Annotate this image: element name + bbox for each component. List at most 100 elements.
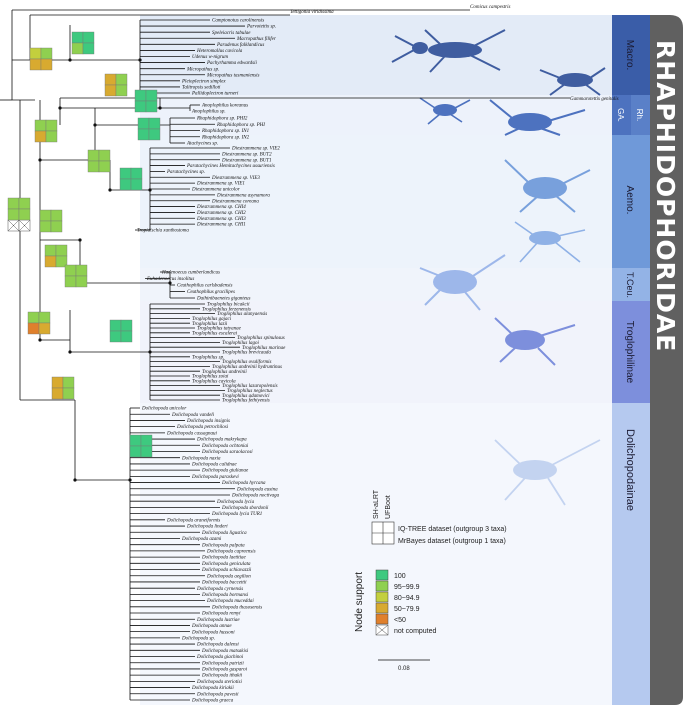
tip-label-dolicho: Dolichopoda noctivaga bbox=[231, 494, 280, 499]
tip-label-rhaph: Rhaphidophora sp. PHI2 bbox=[196, 117, 248, 122]
node-dot bbox=[148, 350, 152, 354]
label-dolicho: Dolichopodainae bbox=[624, 429, 636, 511]
label-rh: Rh. bbox=[635, 109, 644, 121]
band-dolicho bbox=[140, 403, 650, 705]
support-cell bbox=[82, 42, 95, 55]
tip-label-dolicho: Dolichopoda cassagnaui bbox=[166, 431, 217, 436]
support-cell bbox=[39, 220, 52, 233]
tip-label-dolicho: Dolichopoda lycia TUR1 bbox=[211, 512, 262, 517]
tip-label-troglo: Troglophilus gajaci bbox=[192, 317, 232, 322]
tip-label-troglo: Troglophilus lazaropolensis bbox=[222, 384, 278, 389]
tip-label-dolicho: Dolichopoda araneiformis bbox=[166, 518, 220, 523]
label-macro: Macro. bbox=[624, 40, 635, 71]
tip-label-troglo: Troglophilus spinulosus bbox=[237, 336, 285, 341]
support-cell bbox=[120, 319, 133, 332]
support-cell bbox=[50, 209, 63, 222]
tip-label-macro: Parudenus falklandicus bbox=[216, 43, 264, 48]
label-troglo: Troglophilinae bbox=[624, 321, 635, 384]
tip-label-macro: Parvotettix sp. bbox=[246, 25, 276, 30]
tip-label-tceu: Ceuthophilus carlsbadensis bbox=[177, 284, 232, 289]
support-cell bbox=[115, 73, 128, 86]
support-cell bbox=[40, 47, 53, 60]
family-label: RHAPHIDOPHORIDAE bbox=[651, 40, 680, 352]
support-cell bbox=[44, 255, 57, 268]
tip-label-dolicho: Dolichopoda azami bbox=[181, 537, 222, 542]
label-tceu: T.Ceu. bbox=[625, 272, 635, 298]
support-cell bbox=[7, 197, 20, 210]
support-cell bbox=[145, 100, 158, 113]
cross-mark bbox=[7, 219, 20, 232]
tip-label-macro: Macropathus filifer bbox=[236, 37, 276, 42]
tip-label-troglo: Troglophilus marinae bbox=[242, 346, 286, 351]
band-troglo bbox=[140, 301, 650, 403]
support-cell bbox=[27, 311, 40, 324]
band-tceu bbox=[140, 268, 650, 301]
tip-label-tceu: Ceuthophilus gracilipes bbox=[187, 290, 235, 295]
tip-label-troglo: Troglophilus brevicauda bbox=[222, 351, 271, 356]
tip-label-dolicho: Dolichopoda lycia bbox=[216, 500, 255, 505]
label-aemo: Aemo. bbox=[624, 186, 635, 215]
support-rh-root bbox=[34, 119, 58, 143]
tip-label-dolicho: Dolichopoda giachinoi bbox=[196, 655, 244, 660]
tip-label-dolicho: Dolichopoda naxia bbox=[181, 456, 221, 461]
tip-label-dolicho: Dolichopoda insignis bbox=[186, 419, 230, 424]
tip-label-dolicho: Dolichopoda patrizii bbox=[201, 661, 244, 666]
support-aemo-a bbox=[87, 149, 111, 173]
support-cell bbox=[51, 376, 64, 389]
support-cell bbox=[18, 197, 31, 210]
tip-label-dolicho: Dolichopoda steriotisi bbox=[196, 680, 242, 685]
tip-label-macro: Udenus w-nigrum bbox=[192, 55, 228, 60]
tip-label-troglo: Troglophilus neglectus bbox=[227, 389, 273, 394]
tip-label-dolicho: Dolichopoda unicolor bbox=[141, 407, 186, 412]
band-dolicho-strip bbox=[612, 403, 650, 705]
tip-comicus: Comicus campestris bbox=[470, 5, 510, 10]
tip-label-macro: Camptonotus carolinensis bbox=[212, 19, 264, 24]
tip-label-rhaph: Rhaphidophora sp. IN2 bbox=[201, 135, 250, 140]
support-cell bbox=[71, 31, 84, 44]
legend-row1: IQ-TREE dataset (outgroup 3 taxa) bbox=[398, 526, 507, 533]
tip-label-aemo: Diestrammena sp. CHI2 bbox=[196, 211, 246, 216]
support-cell bbox=[82, 31, 95, 44]
tip-label-dolicho: Dolichopoda aegilion bbox=[206, 574, 251, 579]
tip-label-aemo: Paratachycines Hemitachycines ussuriensi… bbox=[186, 164, 275, 169]
tip-label-aemo: Diestrammena sp. CHI4 bbox=[196, 205, 246, 210]
support-cell bbox=[38, 311, 51, 324]
clade-bands bbox=[140, 15, 683, 705]
tip-label-dolicho: Dolichopoda kiriakii bbox=[191, 686, 234, 691]
tip-label-dolicho: Dolichopoda graeca bbox=[191, 699, 234, 704]
legend-item-label: not computed bbox=[394, 628, 437, 635]
support-cell bbox=[119, 167, 132, 180]
tip-label-dolicho: Dolichopoda capreensis bbox=[206, 549, 256, 554]
support-cell bbox=[145, 89, 158, 102]
tip-label-troglo: Troglophilus andreinii bbox=[202, 370, 247, 375]
support-cell bbox=[120, 330, 133, 343]
legend-title: Node support bbox=[354, 572, 365, 632]
support-cell bbox=[64, 264, 77, 277]
support-cell bbox=[51, 387, 64, 400]
tip-label-dolicho: Dolichopoda ithakii bbox=[201, 674, 243, 679]
tip-label-dolicho: Dolichopoda hyrcana bbox=[221, 481, 266, 486]
cricket-icon-rh bbox=[489, 99, 586, 136]
tip-label-troglo: Troglophilus alanyaensis bbox=[217, 312, 267, 317]
support-mid bbox=[39, 209, 63, 233]
tip-label-aemo: Diestrammena sp. CHI1 bbox=[196, 223, 246, 228]
tip-label-rhaph: Rhaphidophora sp. PHI bbox=[216, 123, 265, 128]
tip-label-rhaph: Atachycines sp. bbox=[186, 142, 218, 147]
legend-swatch bbox=[375, 591, 389, 603]
support-troglo bbox=[109, 319, 133, 343]
support-cell bbox=[62, 387, 75, 400]
cricket-icon-dolicho bbox=[494, 439, 601, 506]
tip-label-aemo: Tropidischia xanthostoma bbox=[137, 229, 189, 234]
tip-label-dolicho: Dolichopoda hussoni bbox=[191, 630, 235, 635]
legend-col2: UFBoot bbox=[385, 495, 392, 519]
support-cell bbox=[137, 128, 150, 141]
tip-label-dolicho: Dolichopoda matsakisi bbox=[201, 649, 249, 654]
support-tceu-a bbox=[44, 244, 68, 268]
tip-label-aemo: Diestrammena sp. VIE2 bbox=[231, 147, 280, 152]
tip-label-aemo: Diestrammena sp. BUT1 bbox=[221, 158, 272, 163]
tip-label-tceu: Daihinibaenetes giganteus bbox=[196, 297, 251, 302]
tip-label-dolicho: Dolichopoda petrochilosi bbox=[176, 425, 229, 430]
support-cell bbox=[34, 119, 47, 132]
